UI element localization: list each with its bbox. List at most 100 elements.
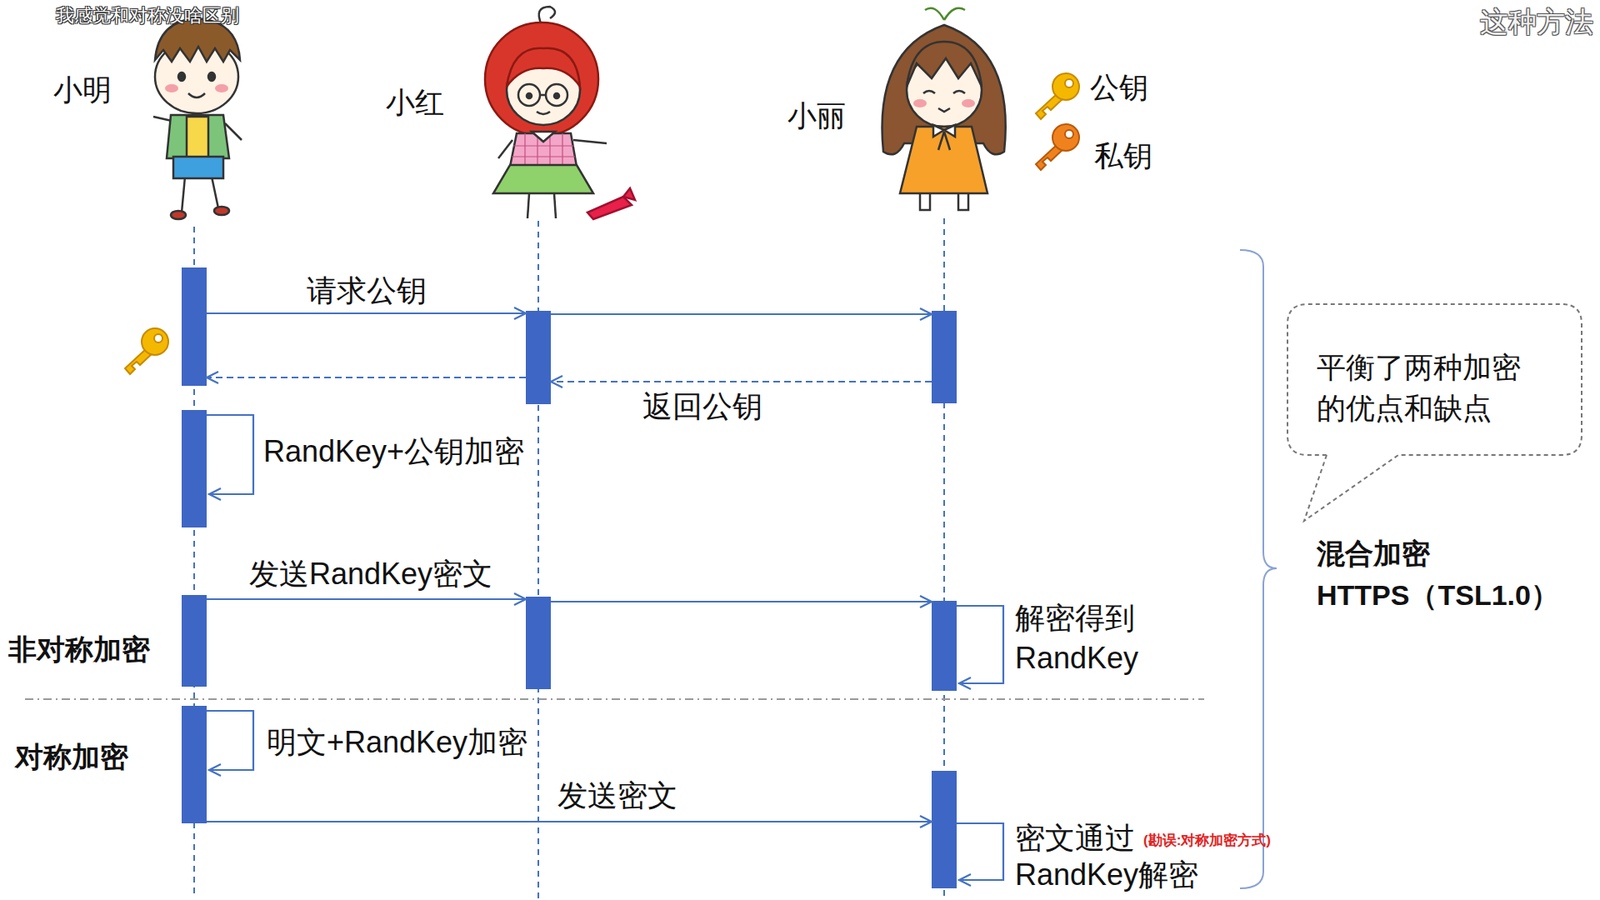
boy-figure [178,72,185,81]
boy-figure [186,116,209,159]
girl-figure-red [485,22,599,136]
message-label-box: 发送密文 [555,777,680,815]
message-line [206,710,254,770]
participant-lifeline: 小明 [181,233,207,896]
girl-figure-red [554,193,556,219]
arrow-head [209,764,221,776]
message-label: 解密得到 RandKey [1013,598,1217,679]
boy-figure [166,115,230,159]
girl-figure-red [545,84,568,106]
arrow-head [514,307,526,320]
key-label: 公钥 [1090,68,1149,108]
boy-figure [181,176,185,213]
boy-figure [215,84,229,93]
girl-figure-red [531,131,555,142]
message-label: 密文通过 RandKey解密 [1013,820,1217,894]
boy-figure [208,72,215,81]
bracket-label: 混合加密 [1316,535,1430,574]
activation-bars [931,310,957,404]
watermark: 这种方法 [1480,3,1594,42]
bracket [1240,250,1277,889]
activation-bars [181,267,207,386]
phase-separator [25,698,1205,700]
girl-figure-brown [961,99,975,108]
arrow-head [959,677,971,690]
participant-name: 小明 [53,70,112,110]
arrow-head [920,815,932,828]
girl-figure-red [506,48,580,87]
message-arrow [206,371,526,384]
activation-bars [525,310,551,405]
girl-figure-brown [923,90,965,94]
key-icon [1052,73,1080,100]
girl-figure-brown [900,126,988,194]
boy-figure [173,156,224,179]
message-arrow [956,605,1004,690]
bracket-label: HTTPS（TSL1.0） [1316,576,1560,615]
girl-figure-brown [925,8,965,20]
activation-bars [181,410,207,528]
key-icon [125,328,169,375]
speech-bubble: 平衡了两种加密的优点和缺点 [1287,304,1582,455]
girl-figure-brown [906,41,982,87]
bracket-label-box: HTTPS（TSL1.0） [1316,576,1560,615]
bubble-outline [1287,304,1582,521]
girl-figure-red [526,93,532,99]
girl-figure-red [498,140,513,159]
boy-figure [211,176,219,209]
arrow-head [209,488,221,500]
boy-figure [153,116,172,121]
boy-figure [153,18,242,220]
message-label-box: 明文+RandKey加密 [265,724,530,761]
activation-bars [931,600,957,691]
arrow-head [959,874,971,886]
activation-bars [181,595,207,687]
watermark-box: 这种方法 [1480,3,1594,42]
message-line [956,823,1004,880]
arrow-head [550,375,563,388]
activation-bars [931,770,957,889]
arrow-head [920,595,932,608]
girl-figure-brown [920,191,930,210]
message-line [206,376,526,379]
arrow-head [514,593,526,605]
message-arrow [550,375,932,388]
boy-figure [214,206,230,215]
message-label: 发送密文 [555,777,680,815]
girl-figure-brown [944,131,950,150]
girl-figure-brown [938,131,945,150]
participant-lifeline: 小丽 [931,233,957,896]
key-label-box: 私钥 [1094,136,1153,176]
bracket-label-box: 混合加密 [1316,535,1430,574]
message-line [956,605,1004,684]
activation-bars [525,596,551,690]
message-label: RandKey+公钥加密 [261,433,526,470]
girl-figure-brown [958,191,969,210]
message-label: 返回公钥 [640,388,765,425]
key-icon [1065,79,1074,88]
message-line [550,600,932,603]
erratum-note-box: (勘误:对称加密方式) [1143,830,1271,850]
watermark: 我感觉和对称没啥区别 [55,3,240,29]
girl-figure-brown [882,8,1006,210]
message-arrow [956,823,1004,886]
arrow-head [206,371,219,384]
message-line [206,312,526,315]
message-label-box: 请求公钥 [305,272,429,310]
girl-figure-red [485,6,635,220]
boy-figure [225,123,242,140]
key-icon [154,334,163,343]
key-label: 私钥 [1094,136,1153,176]
girl-figure-red [527,193,530,219]
phase-label-box: 非对称加密 [8,630,150,670]
participant-lifeline: 小红 [525,233,551,896]
girl-figure-brown [913,99,927,108]
boy-figure [165,84,179,93]
message-arrow [206,815,932,828]
message-label-box: 解密得到 RandKey [1013,598,1217,679]
message-arrow [206,415,254,500]
message-label-box: RandKey+公钥加密 [261,433,526,470]
message-line [550,313,932,315]
message-label-box: 返回公钥 [640,388,765,425]
